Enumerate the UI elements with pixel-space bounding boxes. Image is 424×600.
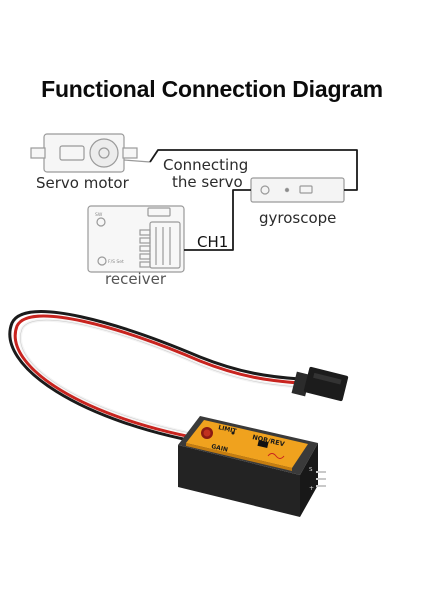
servo-cable — [8, 310, 302, 447]
gyroscope-label: gyroscope — [259, 209, 337, 227]
receiver-sw-mark: SW — [95, 212, 103, 218]
gyroscope-drawing — [250, 177, 345, 203]
device-s-mark: S — [309, 467, 313, 473]
receiver-drawing — [87, 205, 185, 273]
servo-motor-drawing — [30, 133, 151, 173]
device-gain-mark: GAIN — [211, 443, 229, 454]
connecting-line-1: Connecting — [163, 156, 249, 174]
connecting-line-2: the servo — [172, 173, 243, 191]
gyroscope-product-image: LIMIT GAIN NOR/REV S + — [8, 310, 349, 517]
servo-motor-label: Servo motor — [36, 174, 129, 192]
connection-diagram: SW F/S Set — [30, 133, 358, 273]
ch1-label: CH1 — [197, 233, 229, 251]
receiver-fsset-mark: F/S Set — [108, 259, 124, 265]
servo-plug — [291, 366, 349, 402]
page-title: Functional Connection Diagram — [41, 76, 383, 102]
device-plus-mark: + — [309, 485, 314, 492]
connection-wires — [149, 149, 358, 251]
receiver-label: receiver — [105, 270, 166, 288]
device-limit-mark: LIMIT — [218, 424, 238, 435]
connecting-servo-label: Connecting the servo — [163, 157, 248, 191]
gyroscope-device — [178, 416, 326, 517]
